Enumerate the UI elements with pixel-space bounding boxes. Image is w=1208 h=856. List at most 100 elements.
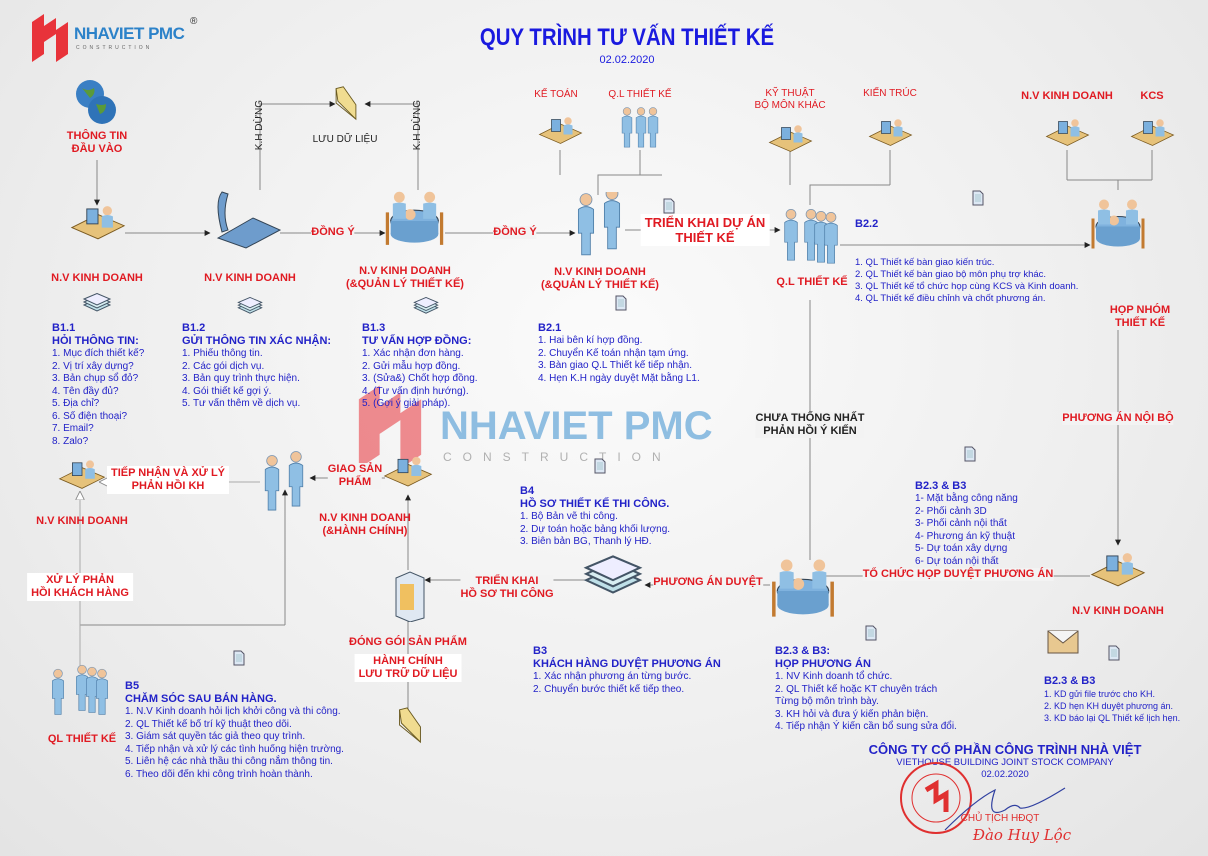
save-data-label: LƯU DỮ LIỆU [312,134,378,145]
package-product-label: ĐÓNG GÓI SẢN PHẨM [349,636,467,648]
plan-meeting-icon [768,548,838,620]
handle-customer-feedback-label: XỬ LÝ PHẢN HỒI KHÁCH HÀNG [27,573,133,601]
server-icon [395,571,425,622]
documents-stack-icon [236,297,264,315]
design-manager-label: Q.L THIẾT KẾ [776,276,848,288]
list-item: 1. Hai bên kí hợp đồng. [538,335,643,346]
step-code: B2.2 [855,218,879,230]
list-item: 2. Vị trí xây dựng? [52,360,134,372]
chairman-name: Đào Huy Lộc [972,826,1072,844]
step-title: CHĂM SÓC SAU BÁN HÀNG. [125,693,277,705]
step-title: HỎI THÔNG TIN: [52,335,139,347]
list-item: 1. Xác nhận đơn hàng. [362,348,464,359]
globe-icon [76,80,116,124]
company-logo: NHAVIET PMC CONSTRUCTION ® [30,12,210,67]
list-item: 1. QL Thiết kế bàn giao kiến trúc. [855,257,995,268]
list-item: 3- Phối cảnh nội thất [915,518,1007,529]
sales-workstation-right-icon [1090,548,1146,590]
design-team-icon [621,107,659,148]
step-code: B5 [125,680,140,692]
documents-stack-icon [82,293,112,313]
internal-plan-label: PHƯƠNG ÁN NỘI BỘ [1062,412,1174,425]
admin-data-storage-label: HÀNH CHÍNH LƯU TRỮ DỮ LIỆU [354,654,462,682]
approved-plan-label: PHƯƠNG ÁN DUYỆT [653,576,763,589]
technical-label: KỸ THUẬT BỘ MÔN KHÁC [754,88,826,111]
receive-feedback-label: TIẾP NHẬN VÀ XỬ LÝ PHẢN HỒI KH [106,466,230,494]
list-item: 1. Mục đích thiết kế? [52,348,145,359]
customer-handshake-icon [264,451,304,511]
list-item: 1- Mặt bằng công năng [915,493,1018,504]
signature [944,787,1066,831]
agree-label-1: ĐỒNG Ý [311,226,355,239]
company-name-en: VIETHOUSE BUILDING JOINT STOCK COMPANY [896,757,1114,768]
deploy-construction-docs-label: TRIỂN KHAI HỒ SƠ THI CÔNG [460,575,554,601]
list-item: 3. Giám sát quyền tác giả theo quy trình… [125,731,306,742]
list-item: 5. Liên hệ các nhà thầu thi công nắm thô… [125,756,333,767]
document-icon [865,625,877,641]
meeting-icon [382,182,447,247]
drawings-stack-icon [582,555,644,597]
design-manager-group-icon [52,664,108,715]
list-item: 3. Bản chụp sổ đỏ? [52,373,139,384]
list-item: 3. Bàn giao Q.L Thiết kế tiếp nhận. [538,360,692,371]
sales-design-manager-label-2: N.V KINH DOANH (&QUẢN LÝ THIẾT KẾ) [541,266,659,291]
list-item: 5. Địa chỉ? [52,398,100,409]
envelope-icon [1047,630,1079,654]
list-item: 7. Email? [52,423,94,434]
document-icon [964,446,976,462]
company-name: CÔNG TY CỔ PHẦN CÔNG TRÌNH NHÀ VIỆT [868,742,1142,757]
list-item: 4- Phương án kỹ thuật [915,530,1015,542]
design-manager-bottom-label: QL THIẾT KẾ [47,733,117,745]
step-code: B1.3 [362,322,386,334]
watermark-logo-icon [358,385,422,469]
document-icon [663,198,675,214]
step-code: B1.1 [52,322,76,334]
documents-stack-icon [412,297,440,315]
list-item: 2. Chuyển bước thiết kế tiếp theo. [533,683,685,695]
step-title: HỒ SƠ THIẾT KẾ THI CÔNG. [520,498,670,510]
step-code: B2.3 & B3: [775,645,831,657]
step-title: GỬI THÔNG TIN XÁC NHẬN: [182,335,332,347]
list-item: 4. Tên đầy đủ? [52,385,119,397]
design-manager-team-icon [784,208,838,264]
company-stamp [900,762,972,834]
list-item: 2. QL Thiết kế hoặc KT chuyên trách [775,683,938,695]
customer-stop-label-1: K.H DỪNG [254,100,265,151]
sales-admin-label: N.V KINH DOANH (&HÀNH CHÍNH) [319,512,411,537]
list-item: 6- Dự toán nội thất [915,555,999,567]
list-item: 5- Dự toán xây dựng [915,543,1008,554]
sales-design-manager-label-1: N.V KINH DOANH (&QUẢN LÝ THIẾT KẾ) [346,265,464,290]
watermark-subtext: CONSTRUCTION [443,450,672,464]
list-item: 4. Tiếp nhận và xử lý các tình huống hiệ… [125,743,344,755]
page-title: QUY TRÌNH TƯ VẤN THIẾT KẾ [479,24,775,51]
step-title: TƯ VẤN HỢP ĐỒNG: [362,335,472,347]
sales-workstation-icon [70,202,126,242]
list-item: 4. Gói thiết kế gợi ý. [182,385,272,397]
design-manager-label: Q.L THIẾT KẾ [608,89,672,100]
sales-workstation-left-icon [58,455,106,493]
architecture-desk-icon [868,112,913,152]
sales-staff-right-label: N.V KINH DOANH [1072,605,1164,617]
delivery-desk-icon [383,450,433,492]
list-item: 2. Chuyển Kế toán nhận tạm ứng. [538,347,689,359]
list-item: 4. (Tư vấn định hướng). [362,385,469,397]
list-item: 4. Hẹn K.H ngày duyệt Mặt bằng L1. [538,372,700,384]
list-item: 2. KD hẹn KH duyệt phương án. [1044,701,1174,711]
deliver-product-label: GIAO SẢN PHẨM [327,463,383,489]
sales-staff-left-label: N.V KINH DOANH [36,515,128,527]
kcs-label: KCS [1140,90,1164,102]
list-item: 3. Bản quy trình thực hiện. [182,373,300,384]
input-info-label: THÔNG TIN ĐẦU VÀO [66,130,128,155]
list-item: 2. Dự toán hoặc bảng khối lượng. [520,523,671,535]
list-item: 3. Biên bản BG, Thanh lý HĐ. [520,536,652,547]
list-item: 3. KD báo lại QL Thiết kế lịch hẹn. [1044,713,1181,723]
step-code: B2.1 [538,322,562,334]
list-item: 6. Số điện thoại? [52,410,128,422]
